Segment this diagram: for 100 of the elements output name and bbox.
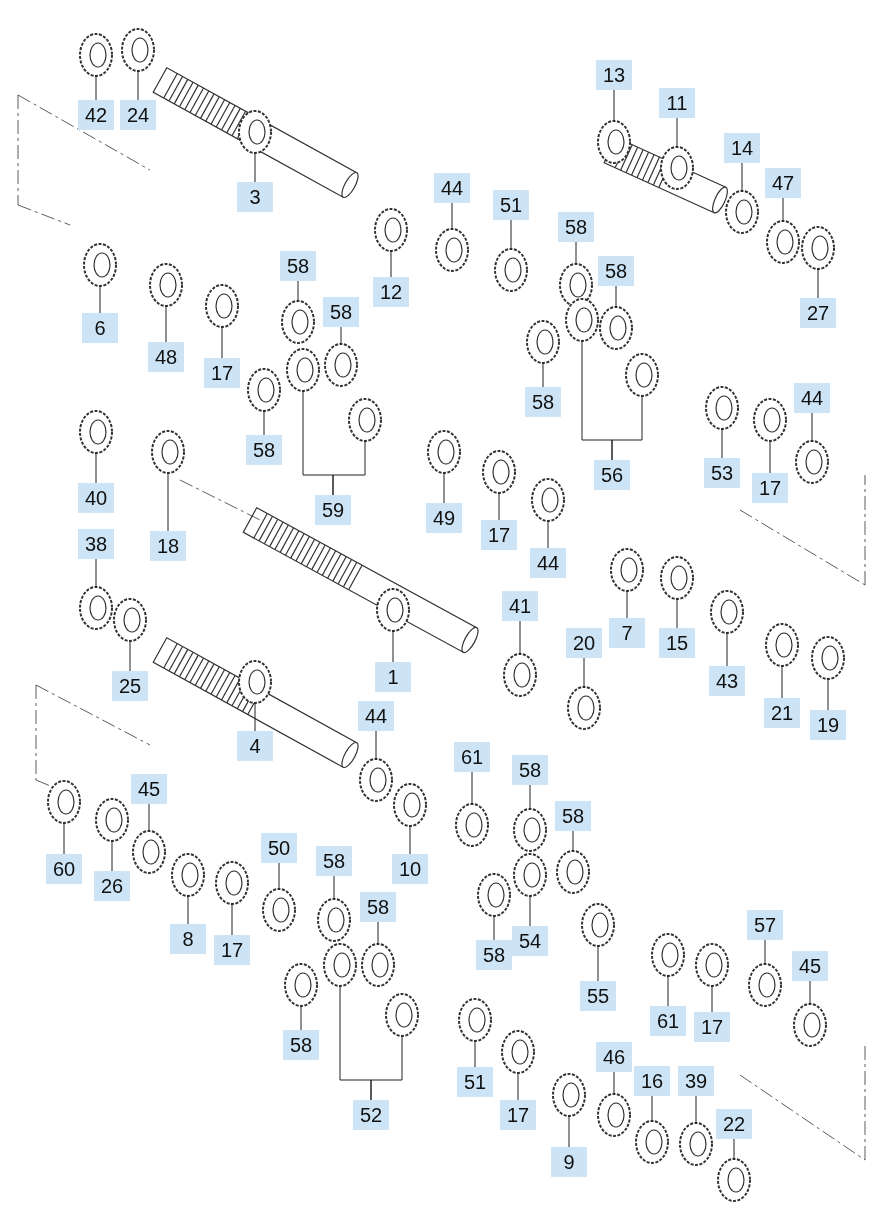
callout-number: 14: [724, 133, 760, 163]
callout-number: 42: [78, 100, 114, 130]
leader-line: [443, 471, 445, 504]
leader-line: [667, 974, 669, 1007]
leader-line: [392, 629, 394, 663]
callout-number: 61: [454, 742, 490, 772]
leader-line: [263, 409, 265, 436]
callout-number: 41: [502, 591, 538, 621]
callout-number: 51: [493, 190, 529, 220]
callout-number: 48: [148, 342, 184, 372]
leader-line: [332, 439, 366, 496]
callout-number: 19: [810, 710, 846, 740]
callout-number: 15: [659, 628, 695, 658]
leader-line: [63, 821, 65, 855]
callout-number: 44: [358, 701, 394, 731]
leader-line: [711, 984, 713, 1013]
leader-line: [519, 620, 521, 656]
leader-line: [187, 894, 189, 925]
callout-number: 44: [794, 383, 830, 413]
callout-number: 49: [426, 503, 462, 533]
callout-number: 21: [764, 698, 800, 728]
leader-line: [231, 902, 233, 936]
callout-number: 22: [716, 1109, 752, 1139]
leader-line: [375, 730, 377, 761]
leader-line: [409, 824, 411, 855]
callout-number: 58: [555, 801, 591, 831]
callout-number: 45: [131, 774, 167, 804]
leader-line: [695, 1095, 697, 1125]
callout-number: 44: [530, 548, 566, 578]
leader-line: [827, 677, 829, 711]
leader-line: [781, 664, 783, 699]
callout-number: 17: [204, 358, 240, 388]
leader-line: [278, 862, 280, 891]
callout-number: 20: [566, 628, 602, 658]
leader-line: [583, 657, 585, 689]
callout-number: 58: [512, 755, 548, 785]
callout-number: 54: [512, 926, 548, 956]
callout-number: 17: [214, 935, 250, 965]
leader-line: [721, 427, 723, 459]
callout-number: 40: [78, 483, 114, 513]
callout-number: 58: [360, 892, 396, 922]
leader-line: [615, 285, 617, 309]
leader-line: [99, 284, 101, 314]
leader-line: [297, 280, 299, 303]
leader-line: [575, 241, 577, 266]
callout-number: 10: [392, 854, 428, 884]
leader-line: [811, 412, 813, 443]
leader-line: [111, 839, 113, 872]
callout-number: 47: [765, 168, 801, 198]
callout-number: 55: [580, 981, 616, 1011]
leader-line: [613, 89, 615, 123]
callout-number: 43: [709, 666, 745, 696]
callout-number: 17: [694, 1012, 730, 1042]
callout-number: 8: [170, 924, 206, 954]
callout-number: 58: [246, 435, 282, 465]
leader-line: [370, 1034, 403, 1101]
leader-line: [542, 361, 544, 388]
callout-number: 27: [800, 298, 836, 328]
callout-number: 59: [315, 495, 351, 525]
callout-number: 13: [596, 60, 632, 90]
callout-number: 50: [261, 833, 297, 863]
leader-line: [809, 980, 811, 1006]
callout-number: 26: [94, 871, 130, 901]
leader-line: [333, 875, 335, 901]
leader-line: [129, 639, 131, 672]
leader-line: [474, 1039, 476, 1068]
callout-number: 58: [558, 212, 594, 242]
callout-number: 3: [237, 182, 273, 212]
leader-line: [471, 771, 473, 806]
leader-line: [95, 451, 97, 484]
callout-number: 58: [476, 940, 512, 970]
callout-number: 61: [650, 1006, 686, 1036]
leader-line: [676, 117, 678, 149]
leader-line: [148, 803, 150, 833]
callout-number: 58: [283, 1030, 319, 1060]
callout-number: 52: [353, 1100, 389, 1130]
leader-line: [597, 944, 599, 982]
leader-line: [300, 1004, 302, 1031]
leader-line: [611, 394, 643, 461]
leader-line: [613, 1071, 615, 1096]
callout-number: 17: [481, 520, 517, 550]
leader-line: [782, 197, 784, 223]
callout-number: 60: [46, 854, 82, 884]
leader-line: [377, 921, 379, 946]
leader-line: [764, 939, 766, 966]
leader-line: [547, 519, 549, 549]
leader-line: [726, 631, 728, 667]
callout-number: 58: [316, 846, 352, 876]
callout-number: 57: [747, 910, 783, 940]
callout-number: 56: [594, 460, 630, 490]
leader-line: [626, 589, 628, 619]
leader-line: [769, 439, 771, 474]
callout-number: 16: [634, 1066, 670, 1096]
callout-number: 9: [551, 1147, 587, 1177]
leader-line: [676, 597, 678, 629]
callout-number: 24: [120, 100, 156, 130]
callout-number: 18: [150, 531, 186, 561]
leader-line: [568, 1114, 570, 1148]
callout-number: 38: [78, 529, 114, 559]
callout-number: 53: [704, 458, 740, 488]
